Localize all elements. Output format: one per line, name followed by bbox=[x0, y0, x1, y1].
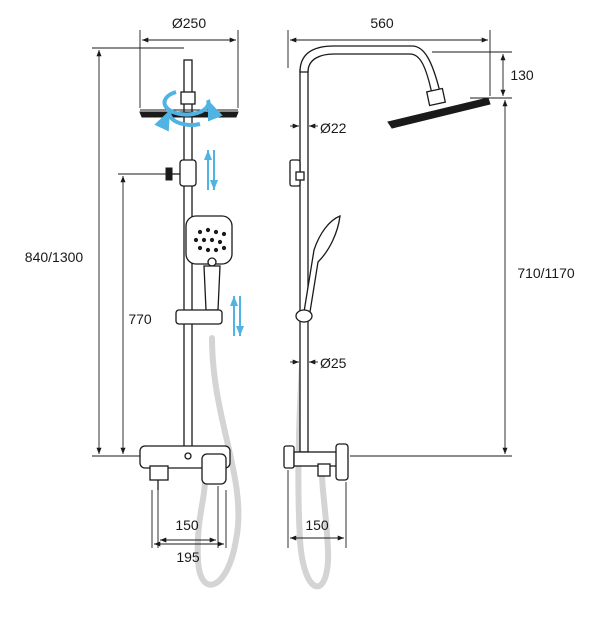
side-dimensions: 560 130 Ø22 710/1170 Ø25 150 bbox=[287, 15, 575, 548]
side-shower-arm bbox=[299, 45, 441, 95]
front-dimensions: Ø250 840/1300 770 150 195 bbox=[25, 15, 239, 565]
head-diameter-label: Ø250 bbox=[172, 15, 206, 31]
front-mixer-valve bbox=[139, 445, 231, 490]
head-drop-label: 130 bbox=[510, 67, 534, 83]
side-riser-pipe bbox=[299, 69, 309, 453]
front-bracket-knob bbox=[165, 167, 173, 181]
front-hose bbox=[194, 335, 242, 588]
total-height-label: 840/1300 bbox=[25, 249, 84, 265]
rotate-arrows-icon bbox=[154, 90, 223, 132]
side-view bbox=[283, 45, 491, 590]
side-slider bbox=[295, 309, 313, 323]
head-height-label: 710/1170 bbox=[517, 265, 575, 281]
front-hand-shower bbox=[185, 215, 233, 311]
front-view bbox=[139, 59, 244, 588]
pipe-lower-diameter-label: Ø25 bbox=[320, 355, 347, 371]
front-valve-centres-label: 150 bbox=[175, 517, 199, 533]
vertical-adjust-arrows-icon bbox=[204, 150, 218, 190]
front-slider bbox=[175, 309, 223, 325]
front-head-connector bbox=[180, 91, 196, 105]
side-hand-shower bbox=[303, 214, 341, 313]
side-valve-centres-label: 150 bbox=[305, 517, 329, 533]
vertical-adjust-arrows-icon-lower bbox=[230, 296, 244, 336]
side-head-connector bbox=[425, 87, 447, 107]
arm-length-label: 560 bbox=[370, 15, 394, 31]
side-mixer-valve bbox=[283, 443, 349, 481]
front-upper-bracket bbox=[179, 159, 197, 187]
pipe-upper-diameter-label: Ø22 bbox=[320, 120, 347, 136]
front-valve-width-label: 195 bbox=[176, 549, 200, 565]
slider-height-label: 770 bbox=[128, 311, 152, 327]
side-shower-head bbox=[387, 97, 491, 129]
